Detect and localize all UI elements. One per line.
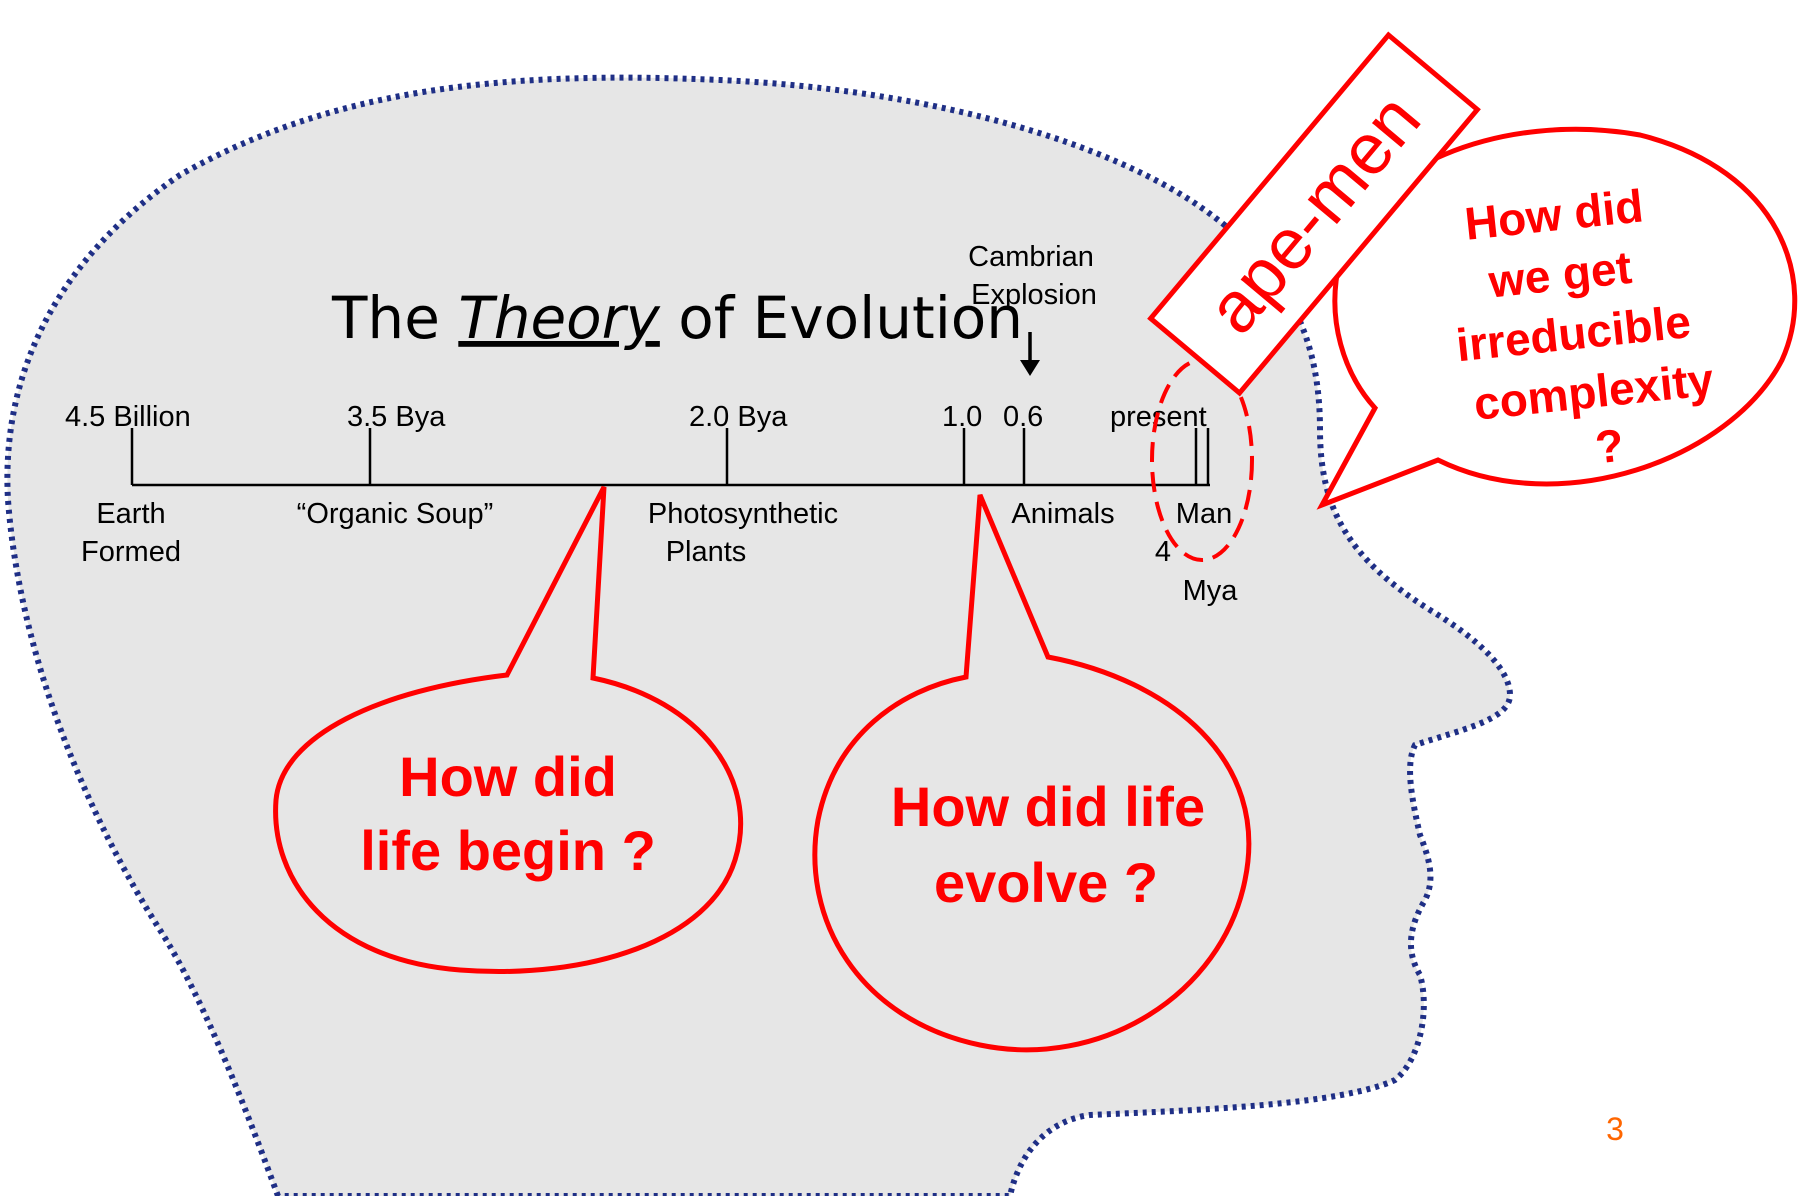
page-number: 3 [1606, 1111, 1624, 1147]
callout-life-evolve-line: evolve ? [934, 851, 1158, 914]
head-silhouette [4, 74, 1514, 1199]
timeline [130, 428, 1210, 487]
ape-men-box-frame [1147, 31, 1481, 397]
callout-life-begin-line: life begin ? [360, 819, 656, 882]
callout-life-begin-line: How did [399, 745, 617, 808]
diagram-title: The Theory of Evolution [331, 284, 1023, 352]
tick-label: 3.5 Bya [347, 401, 446, 433]
event-label-man-age: 4 [1155, 536, 1171, 568]
callout-complexity-line: ? [1593, 419, 1626, 474]
callout-life-evolve-line: How did life [891, 775, 1205, 838]
title-prefix: The [331, 284, 458, 352]
cambrian-label: Cambrian [968, 241, 1094, 273]
event-label-animals: Animals [1011, 498, 1114, 530]
callout-life-evolve [812, 494, 1252, 1053]
event-label-earth: Earth [96, 498, 165, 530]
cambrian-label: Explosion [971, 279, 1097, 311]
event-label-man: Man [1176, 498, 1232, 530]
event-label-soup: “Organic Soup” [297, 498, 494, 530]
cambrian-annotation: Cambrian Explosion [968, 241, 1097, 376]
title-theory: Theory [458, 284, 660, 352]
tick-labels: 4.5 Billion 3.5 Bya 2.0 Bya 1.0 0.6 pres… [65, 401, 1207, 433]
tick-label: 2.0 Bya [689, 401, 788, 433]
tick-label: 1.0 [942, 401, 982, 433]
title-suffix: of Evolution [660, 284, 1023, 352]
event-label-man-age: Mya [1183, 575, 1239, 607]
event-label-plants: Plants [666, 536, 747, 568]
event-label-earth: Formed [81, 536, 181, 568]
tick-label: 0.6 [1003, 401, 1043, 433]
tick-label: 4.5 Billion [65, 401, 191, 433]
event-labels: Earth Formed “Organic Soup” Photosynthet… [81, 498, 1238, 607]
event-label-plants: Photosynthetic [648, 498, 838, 530]
down-arrow-icon [1020, 332, 1040, 376]
callout-life-begin [273, 485, 744, 975]
complexity-text: How did we get irreducible complexity ? [1454, 179, 1716, 474]
